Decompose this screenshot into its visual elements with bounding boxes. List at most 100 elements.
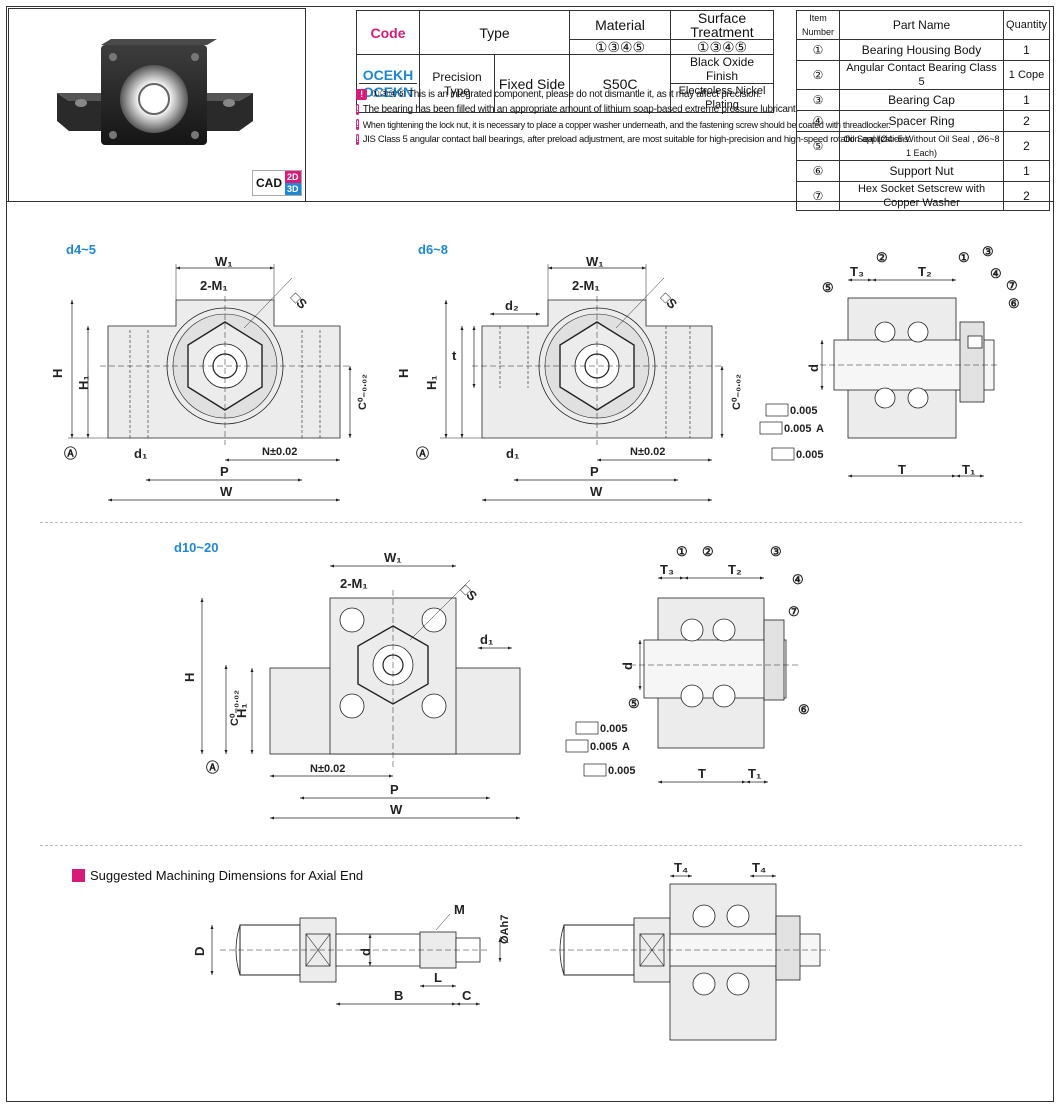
dim-C: C⁰₋₀.₀₂ xyxy=(357,374,369,410)
dim-N: N±0.02 xyxy=(262,446,297,458)
tol-flatness: 0.005 xyxy=(790,405,818,417)
parts-header-qty: Quantity xyxy=(1003,10,1050,40)
dim-T3: T₃ xyxy=(660,562,674,577)
dim-H1: H₁ xyxy=(424,375,439,390)
dim-P: P xyxy=(220,464,229,479)
dim-W1: W₁ xyxy=(215,254,233,269)
dim-C: C⁰₋₀.₀₂ xyxy=(731,374,743,410)
dim-W: W xyxy=(220,484,233,499)
callout-1: ① xyxy=(676,544,688,559)
section-label-d6-8: d6~8 xyxy=(418,242,448,257)
dim-N: N±0.02 xyxy=(310,763,345,775)
front-view-d6-8: W₁ 2-M₁ □S d₂ t H H₁ C⁰₋₀.₀₂ Ⓐ d₁ P W N±… xyxy=(396,254,743,502)
surface-nickel: Electroless Nickel Plating xyxy=(670,83,774,113)
dim-d1: d₁ xyxy=(134,446,147,461)
section-label-d10-20: d10~20 xyxy=(174,540,219,555)
dim-S: □S xyxy=(288,290,311,313)
callout-7: ⑦ xyxy=(1006,278,1018,293)
callout-7: ⑦ xyxy=(788,604,800,619)
type-header: Type xyxy=(419,10,570,55)
tol-flatness-2: 0.005 xyxy=(608,765,636,777)
dim-S: □S xyxy=(458,582,481,605)
callout-6: ⑥ xyxy=(1008,296,1020,311)
machining-title: Suggested Machining Dimensions for Axial… xyxy=(72,868,363,883)
parts-header-name: Part Name xyxy=(838,10,1005,40)
cad-label: CAD xyxy=(256,176,282,190)
dim-A-h7: ØAh7 xyxy=(499,915,511,944)
warning-icon: ! xyxy=(356,89,367,100)
datum-A: Ⓐ xyxy=(416,446,429,461)
header-divider xyxy=(7,201,1053,202)
notes-list: !①③④⑤ This is an integrated component, p… xyxy=(356,87,911,147)
warning-icon: ! xyxy=(356,104,359,115)
note-item: !①③④⑤ This is an integrated component, p… xyxy=(356,87,792,102)
dim-N: N±0.02 xyxy=(630,446,665,458)
section-divider xyxy=(40,522,1022,523)
type-precision: Precision Type xyxy=(419,54,495,113)
dim-d1: d₁ xyxy=(506,446,519,461)
code-ocekh: OCEKH xyxy=(362,67,414,83)
dim-M1: 2-M₁ xyxy=(200,278,228,293)
dim-d: d xyxy=(358,948,373,956)
front-view-d10-20: W₁ 2-M₁ □S d₁ H C⁰₋₀.₀₂ H₁ Ⓐ N±0.02 P W xyxy=(182,550,521,820)
front-view-d4-5: W₁ 2-M₁ □S H H₁ C⁰₋₀.₀₂ Ⓐ d₁ P W N±0.02 xyxy=(50,254,369,502)
callout-3: ③ xyxy=(770,544,782,559)
note-item: !The bearing has been filled with an app… xyxy=(356,104,798,115)
tol-flatness: 0.005 xyxy=(600,723,628,735)
dim-T: T xyxy=(698,766,706,781)
material-value: S50C xyxy=(569,54,671,113)
product-photo xyxy=(8,8,306,202)
datum-ref: A xyxy=(816,423,824,435)
surface-marks: ①③④⑤ xyxy=(670,39,774,55)
callout-2: ② xyxy=(876,250,888,265)
callout-4: ④ xyxy=(990,266,1002,281)
callout-3: ③ xyxy=(982,244,994,259)
section-divider xyxy=(40,845,1022,846)
surface-header: Surface Treatment xyxy=(670,10,774,40)
dim-d2: d₂ xyxy=(505,298,519,313)
dim-M: M xyxy=(454,902,465,917)
dim-T1: T₁ xyxy=(748,766,761,781)
dim-D: D xyxy=(192,947,207,956)
section-view-d4-8: T₃ T₂ T T₁ d ⑤ ② ① ③ ④ ⑦ ⑥ 0.005 0.005 A… xyxy=(759,244,1020,478)
dim-B: B xyxy=(394,988,403,1003)
assembly-drawing: T₄ T₄ xyxy=(550,860,830,1041)
dim-M1: 2-M₁ xyxy=(572,278,600,293)
dim-T: T xyxy=(898,462,906,477)
warning-icon: ! xyxy=(356,134,359,145)
section-marker-icon xyxy=(72,869,85,882)
section-view-d10-20: T₃ T₂ T T₁ d ① ② ③ ④ ⑦ ⑤ ⑥ 0.005 0.005 A… xyxy=(565,544,810,784)
tol-perpendicularity: 0.005 xyxy=(784,423,812,435)
code-header: Code xyxy=(356,10,420,55)
dim-T2: T₂ xyxy=(918,264,932,279)
dim-T4: T₄ xyxy=(674,860,688,875)
code-values: OCEKH OCEKN xyxy=(356,54,420,113)
dim-T1: T₁ xyxy=(962,462,975,477)
spec-table: Code Type Material Surface Treatment ①③④… xyxy=(356,10,774,113)
callout-1: ① xyxy=(958,250,970,265)
dim-d: d xyxy=(806,364,821,372)
dim-T3: T₃ xyxy=(850,264,864,279)
cad-3d[interactable]: 3D xyxy=(285,183,301,195)
cad-2d[interactable]: 2D xyxy=(285,171,301,183)
dim-T2: T₂ xyxy=(728,562,742,577)
dim-W1: W₁ xyxy=(586,254,604,269)
tol-flatness-2: 0.005 xyxy=(796,449,824,461)
callout-5: ⑤ xyxy=(822,280,834,295)
callout-2: ② xyxy=(702,544,714,559)
datum-A: Ⓐ xyxy=(64,446,77,461)
tol-perpendicularity: 0.005 xyxy=(590,741,618,753)
dim-H: H xyxy=(50,369,65,378)
callout-5: ⑤ xyxy=(628,696,640,711)
section-label-d4-5: d4~5 xyxy=(66,242,96,257)
bearing-block-illustration xyxy=(57,39,253,145)
warning-icon: ! xyxy=(356,119,359,130)
dim-C: C⁰₋₀.₀₂ xyxy=(229,690,241,726)
dim-L: L xyxy=(434,970,442,985)
dim-M1: 2-M₁ xyxy=(340,576,368,591)
